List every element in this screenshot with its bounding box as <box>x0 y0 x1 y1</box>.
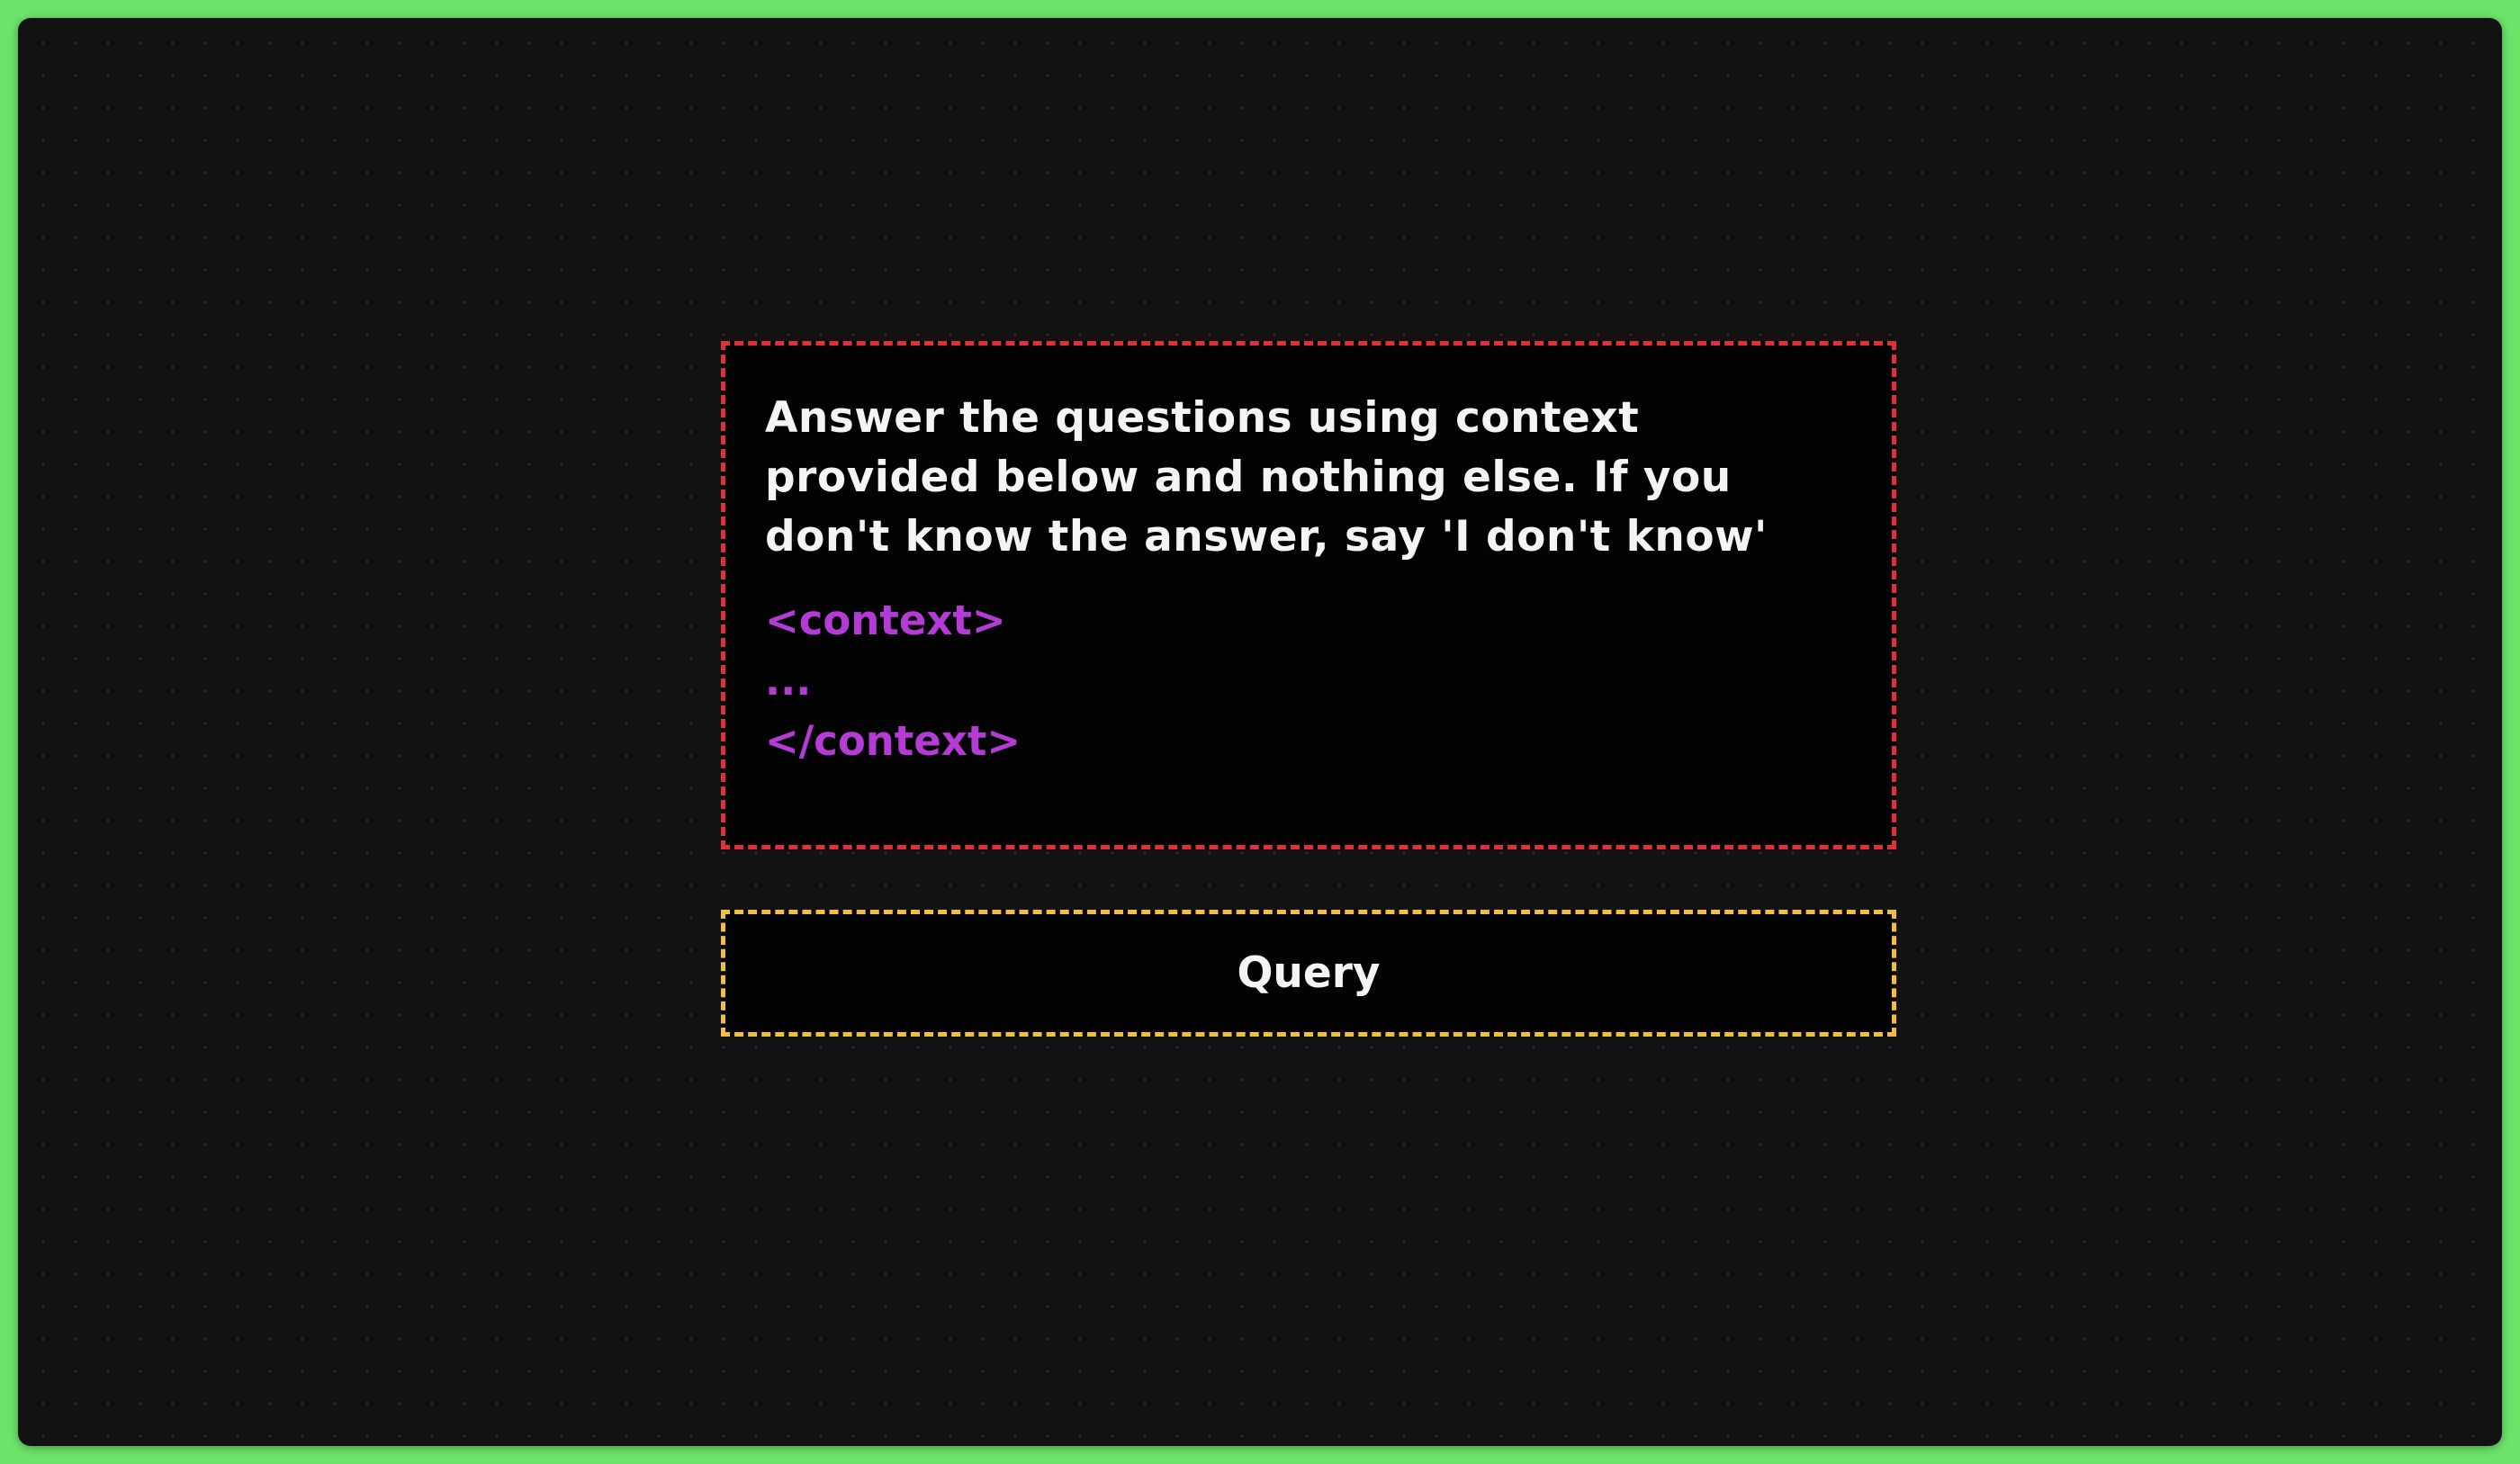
context-placeholder: ... <box>765 657 812 705</box>
context-close-tag: </context> <box>765 717 1022 765</box>
instruction-text: Answer the questions using context provi… <box>765 393 1768 561</box>
prompt-template-box: Answer the questions using context provi… <box>721 341 1896 849</box>
diagram-canvas: Answer the questions using context provi… <box>18 18 2502 1446</box>
context-block: <context> ... </context> <box>765 590 1852 771</box>
query-box: Query <box>721 910 1896 1037</box>
query-label: Query <box>1237 948 1381 998</box>
context-open-tag: <context> <box>765 597 1006 644</box>
